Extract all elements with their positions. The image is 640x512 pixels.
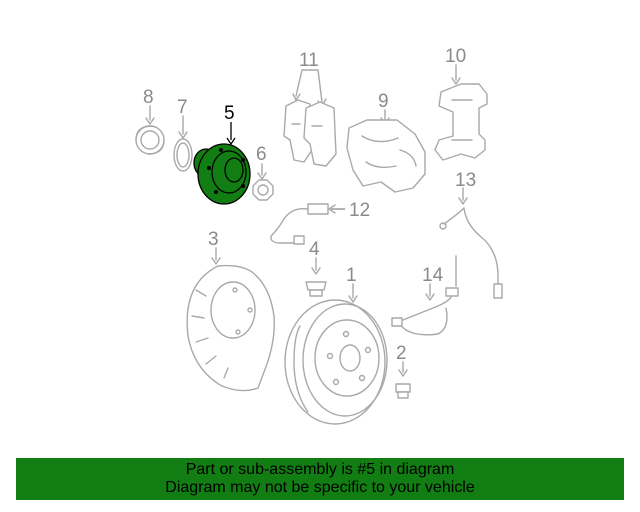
callout-13: 13	[455, 170, 476, 191]
callout-7: 7	[177, 97, 188, 118]
part-9-caliper[interactable]	[346, 109, 426, 193]
part-10-caliper-carrier[interactable]	[434, 64, 488, 161]
callout-6: 6	[256, 144, 267, 165]
part-2-bleeder-bolt[interactable]	[395, 361, 411, 399]
callout-12: 12	[349, 200, 370, 221]
info-banner: Part or sub-assembly is #5 in diagram Di…	[16, 458, 624, 500]
callout-8: 8	[143, 87, 154, 108]
parts-diagram: 8 7 5 6 11	[135, 46, 503, 425]
callout-4: 4	[309, 239, 320, 260]
part-5-wheel-hub[interactable]	[193, 122, 251, 205]
part-13-abs-sensor[interactable]	[439, 187, 503, 299]
part-12-wear-sensor[interactable]	[270, 203, 345, 245]
banner-line-2: Diagram may not be specific to your vehi…	[165, 479, 475, 496]
callout-2: 2	[396, 343, 407, 364]
callout-3: 3	[208, 229, 219, 250]
callout-1: 1	[346, 265, 357, 286]
part-1-brake-rotor[interactable]	[284, 283, 388, 425]
part-14-brake-hose[interactable]	[391, 255, 459, 336]
banner-line-1: Part or sub-assembly is #5 in diagram	[185, 461, 455, 478]
part-4-bolt[interactable]	[305, 257, 327, 297]
part-3-dust-shield[interactable]	[186, 247, 275, 392]
part-7-snap-ring[interactable]	[173, 115, 193, 172]
part-8-bearing[interactable]	[135, 105, 165, 155]
part-11-brake-pads[interactable]	[283, 69, 337, 167]
callout-10: 10	[445, 46, 466, 67]
callout-9: 9	[378, 91, 389, 112]
part-6-axle-nut[interactable]	[252, 163, 274, 201]
callout-5: 5	[224, 103, 235, 124]
callout-14: 14	[422, 265, 444, 286]
callout-11: 11	[299, 50, 319, 71]
